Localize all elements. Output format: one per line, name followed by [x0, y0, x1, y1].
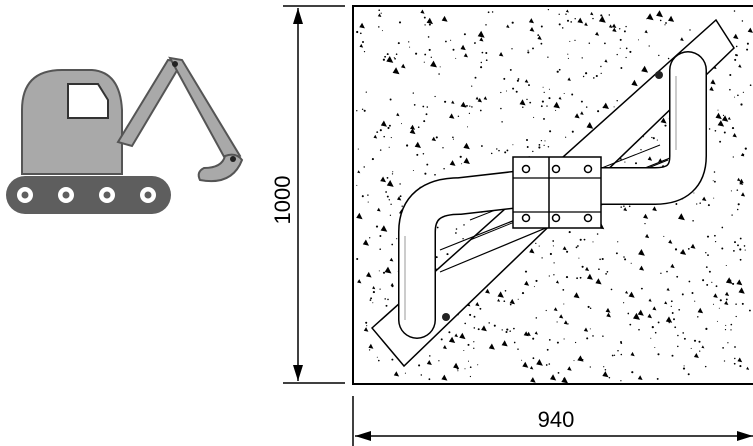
height-dimension: 1000 [270, 5, 345, 384]
spring-rocker-icon [370, 18, 735, 368]
width-dimension: 940 [352, 396, 753, 446]
height-dimension-label: 1000 [270, 176, 295, 225]
excavator-icon [6, 56, 244, 214]
width-dimension-label: 940 [538, 407, 575, 432]
